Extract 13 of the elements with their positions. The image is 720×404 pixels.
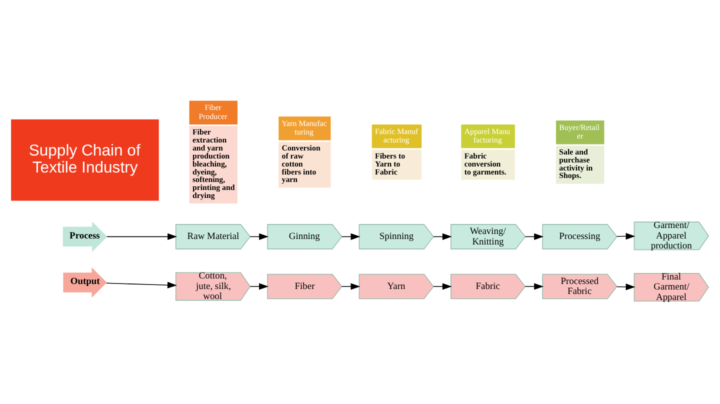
arrow	[524, 282, 544, 290]
node-box: Supply Chain of Textile Industry	[11, 118, 159, 200]
arrow	[433, 282, 452, 290]
arrow	[106, 281, 177, 288]
arrow	[106, 232, 178, 240]
arrow	[433, 232, 452, 240]
arrow	[616, 232, 636, 240]
arrow	[616, 283, 636, 290]
arrow	[524, 232, 544, 240]
arrow	[250, 282, 269, 290]
arrow	[341, 282, 360, 290]
arrow	[250, 232, 269, 240]
arrow	[341, 232, 360, 240]
